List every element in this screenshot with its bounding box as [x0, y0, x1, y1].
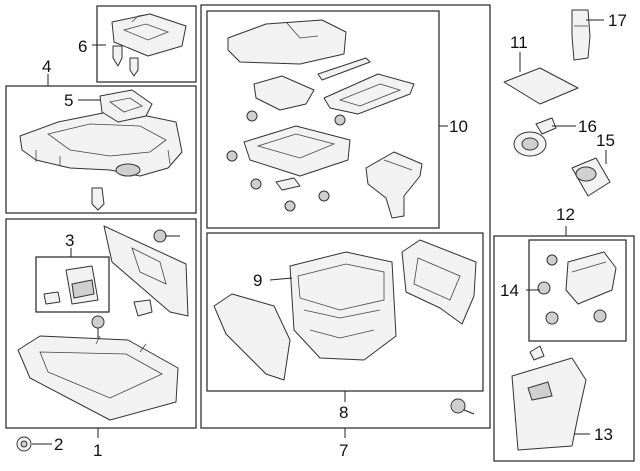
- callout-16[interactable]: 16: [578, 117, 597, 136]
- side-panel-right-part-8: [401, 239, 477, 325]
- callout-4[interactable]: 4: [42, 57, 51, 76]
- screw-part-1a: [153, 229, 180, 243]
- latch-part-10: [253, 75, 315, 111]
- side-panel-left-part-8: [213, 293, 291, 381]
- callout-11[interactable]: 11: [510, 33, 528, 52]
- callout-9[interactable]: 9: [253, 271, 262, 290]
- callout-3[interactable]: 3: [65, 231, 74, 250]
- group-box-10: [206, 10, 440, 229]
- armrest-lid-part-10: [227, 19, 347, 65]
- console-trim-part-4: [19, 109, 183, 177]
- group-box-12: [493, 235, 635, 462]
- bracket-part-14: [565, 251, 617, 305]
- group-box-4: [5, 85, 197, 214]
- screw-part-1c: [91, 315, 105, 338]
- clip-part-2: [16, 436, 32, 452]
- power-outlet-part-16: [513, 117, 557, 157]
- callout-1[interactable]: 1: [93, 441, 102, 460]
- callout-17[interactable]: 17: [608, 11, 627, 30]
- leader-lines: [32, 19, 607, 445]
- shift-knob-part-17: [571, 9, 591, 61]
- clip-part-6a: [112, 45, 123, 67]
- bolt-part-8: [450, 398, 475, 415]
- callout-12[interactable]: 12: [556, 205, 575, 224]
- clip-part-4: [91, 187, 105, 211]
- callout-2[interactable]: 2: [54, 435, 63, 454]
- callout-6[interactable]: 6: [78, 37, 87, 56]
- bezel-part-6: [111, 13, 187, 57]
- side-panel-part-1: [103, 225, 189, 317]
- lid-frame-part-10: [323, 73, 415, 115]
- callout-5[interactable]: 5: [64, 91, 73, 110]
- panel-part-13: [511, 345, 587, 451]
- console-body-part-9: [289, 251, 397, 361]
- lid-strip-part-10: [317, 57, 371, 81]
- group-box-3: [35, 256, 110, 313]
- lighter-part-15: [571, 157, 611, 197]
- callout-7[interactable]: 7: [339, 441, 348, 460]
- callout-13[interactable]: 13: [594, 425, 613, 444]
- callout-15[interactable]: 15: [596, 131, 615, 150]
- mat-part-11: [503, 67, 579, 105]
- callout-14[interactable]: 14: [500, 281, 519, 300]
- bracket-part-3: [43, 265, 99, 305]
- group-box-1: [5, 218, 197, 429]
- hinge-base-part-10: [243, 125, 351, 177]
- callout-10[interactable]: 10: [449, 117, 468, 136]
- clip-part-6b: [129, 57, 139, 77]
- tray-part-1: [17, 335, 179, 421]
- switch-plate-part-5: [99, 89, 153, 123]
- clip-part-1b: [133, 299, 153, 317]
- screws-part-14: [537, 254, 607, 325]
- callout-8[interactable]: 8: [339, 403, 348, 422]
- group-box-6: [96, 5, 197, 83]
- screws-part-10: [226, 110, 346, 212]
- lock-mechanism-part-10: [365, 151, 423, 219]
